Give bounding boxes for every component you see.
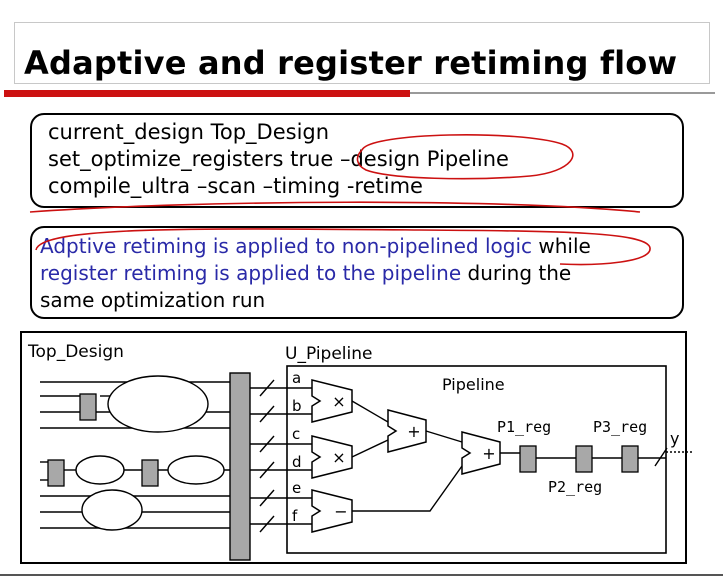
title-underline-accent [4,90,410,97]
port-f: f [292,507,298,525]
pipeline-label: Pipeline [442,375,505,394]
annotation-loop-adaptive [35,228,651,266]
op-add-2: + [482,444,495,463]
internal-wires [351,400,668,512]
op-mult-2: × [332,448,345,467]
diagram-frame [20,331,687,564]
logic-cloud-4 [81,489,143,531]
annotation-underline-sweep [29,201,641,213]
logic-cloud-2 [75,455,125,485]
operators [311,379,501,533]
port-a: a [292,369,301,387]
op-sub: − [334,502,347,521]
info-line-3: same optimization run [40,288,266,312]
slide-title: Adaptive and register retiming flow [24,44,678,82]
port-wires [250,379,312,533]
port-c: c [292,425,300,443]
command-line-1: current_design Top_Design [48,120,330,144]
p2-reg-label: P2_reg [548,478,602,496]
left-registers [47,393,159,487]
left-register-3 [141,459,159,487]
op-add-1: + [407,422,420,441]
left-register-2 [47,459,65,487]
p3-reg-label: P3_reg [593,418,647,436]
register-labels: P1_reg P2_reg P3_reg [497,418,647,496]
logic-cloud-3 [167,455,225,485]
operator-symbols: × × − + + [332,392,495,521]
title-underline-rule [410,92,715,94]
logic-cloud-1 [107,375,209,433]
subtractor [311,489,353,533]
port-labels: a b c d e f [292,369,302,525]
port-e: e [292,479,301,497]
boundary-register-bar [229,372,251,561]
pipeline-registers [519,445,639,473]
p2-reg [575,445,593,473]
p1-reg-label: P1_reg [497,418,551,436]
top-design-label: Top_Design [27,342,124,362]
slide-bottom-rule [0,574,723,576]
multiplier-2 [311,435,353,479]
red-annotations [29,134,651,266]
info-line-2-black: during the [461,261,572,285]
command-line-2: set_optimize_registers true –design Pipe… [48,147,509,171]
info-line-1-black: while [532,234,591,258]
command-box [30,113,684,208]
multiplier-1 [311,379,353,423]
info-line-2-blue: register retiming is applied to the pipe… [40,261,462,285]
u-pipeline-label: U_Pipeline [285,344,372,364]
left-register-1 [79,393,97,421]
title-frame [14,22,710,84]
p3-reg [621,445,639,473]
command-line-3: compile_ultra –scan –timing -retime [48,174,423,198]
output-y-label: y [670,429,679,448]
annotation-circle-design-pipeline [356,134,574,180]
port-b: b [292,397,302,415]
adder-1 [387,409,427,453]
pipeline-block [286,365,667,554]
op-mult-1: × [332,392,345,411]
info-box [30,226,684,319]
info-line-1: Adptive retiming is applied to non-pipel… [40,234,591,258]
p1-reg [519,445,537,473]
info-line-1-blue: Adptive retiming is applied to non-pipel… [40,234,533,258]
info-line-2: register retiming is applied to the pipe… [40,261,571,285]
port-d: d [292,453,302,471]
